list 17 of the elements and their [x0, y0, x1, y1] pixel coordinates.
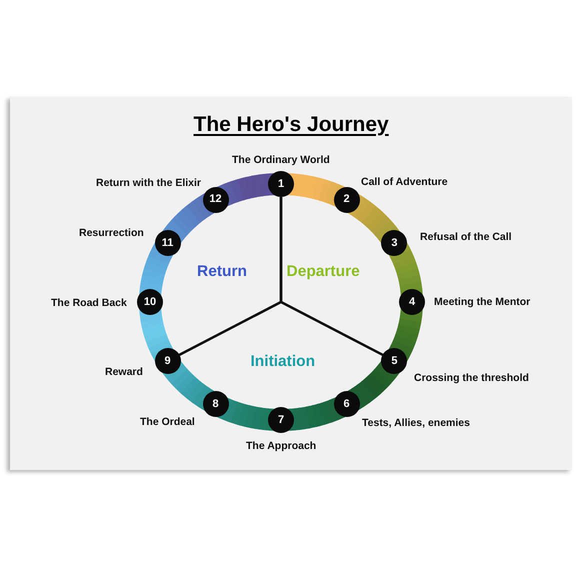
stage-label: Call of Adventure: [361, 176, 448, 188]
stage-label: Tests, Allies, enemies: [362, 416, 470, 430]
stage-label: Resurrection: [79, 226, 144, 240]
stage-label: The Ordeal: [140, 416, 195, 428]
stage-label: Return with the Elixir: [96, 176, 202, 190]
stage-label: The Approach: [246, 440, 316, 452]
stage-label: Meeting the Mentor: [434, 296, 530, 308]
stage-label: The Ordinary World: [232, 154, 330, 166]
section-label: Departure: [286, 263, 360, 281]
spoke-line: [178, 197, 282, 356]
stage-label: Crossing the threshold: [414, 372, 529, 384]
diagram-title: The Hero's Journey: [194, 112, 389, 136]
section-label: Return: [197, 263, 247, 281]
section-label: Initiation: [250, 353, 316, 371]
stage-label: The Road Back: [51, 296, 127, 310]
stage-label: Refusal of the Call: [420, 230, 512, 244]
stage-label: Reward: [105, 366, 143, 378]
